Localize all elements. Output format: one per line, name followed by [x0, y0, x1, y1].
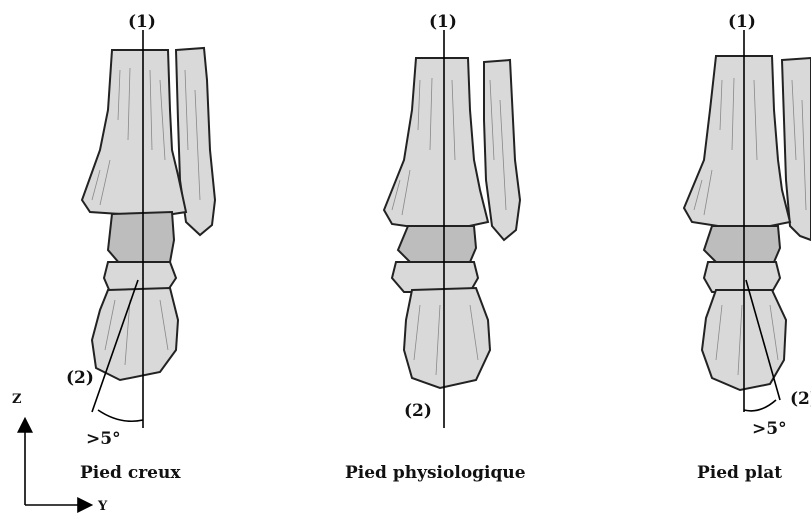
axis-1-label: (1)	[128, 12, 156, 32]
talus-bone	[704, 226, 780, 262]
axis-2-label: (2)	[66, 368, 94, 388]
panel-pied-creux: (1) (2) >5° Pied creux	[66, 12, 215, 483]
angle-label: >5°	[752, 419, 787, 439]
talus-bone	[398, 226, 476, 264]
angle-arc	[98, 410, 143, 421]
axis-1-label: (1)	[429, 12, 457, 32]
tibia-bone	[82, 50, 186, 216]
panel-pied-physiologique: (1) (2) Pied physiologique	[345, 12, 526, 483]
tibia-bone	[684, 56, 790, 228]
tibia-bone	[384, 58, 488, 228]
calcaneus-bone	[404, 288, 490, 388]
y-axis-label: Y	[97, 499, 108, 514]
panel-pied-plat: (1) (2) >5° Pied plat	[684, 12, 811, 483]
panel-caption: Pied plat	[697, 463, 782, 483]
talus-bone	[108, 212, 174, 264]
axis-2-label: (2)	[404, 401, 432, 421]
axis-1-label: (1)	[728, 12, 756, 32]
panel-caption: Pied physiologique	[345, 463, 526, 483]
angle-label: >5°	[86, 429, 121, 449]
subtalar-bone	[704, 262, 780, 292]
fibula-bone	[484, 60, 520, 240]
angle-arc	[744, 400, 776, 411]
z-axis-label: Z	[12, 392, 22, 407]
panel-caption: Pied creux	[80, 463, 181, 483]
reference-axes: Z Y	[12, 392, 108, 514]
axis-2-label: (2)	[790, 389, 811, 409]
